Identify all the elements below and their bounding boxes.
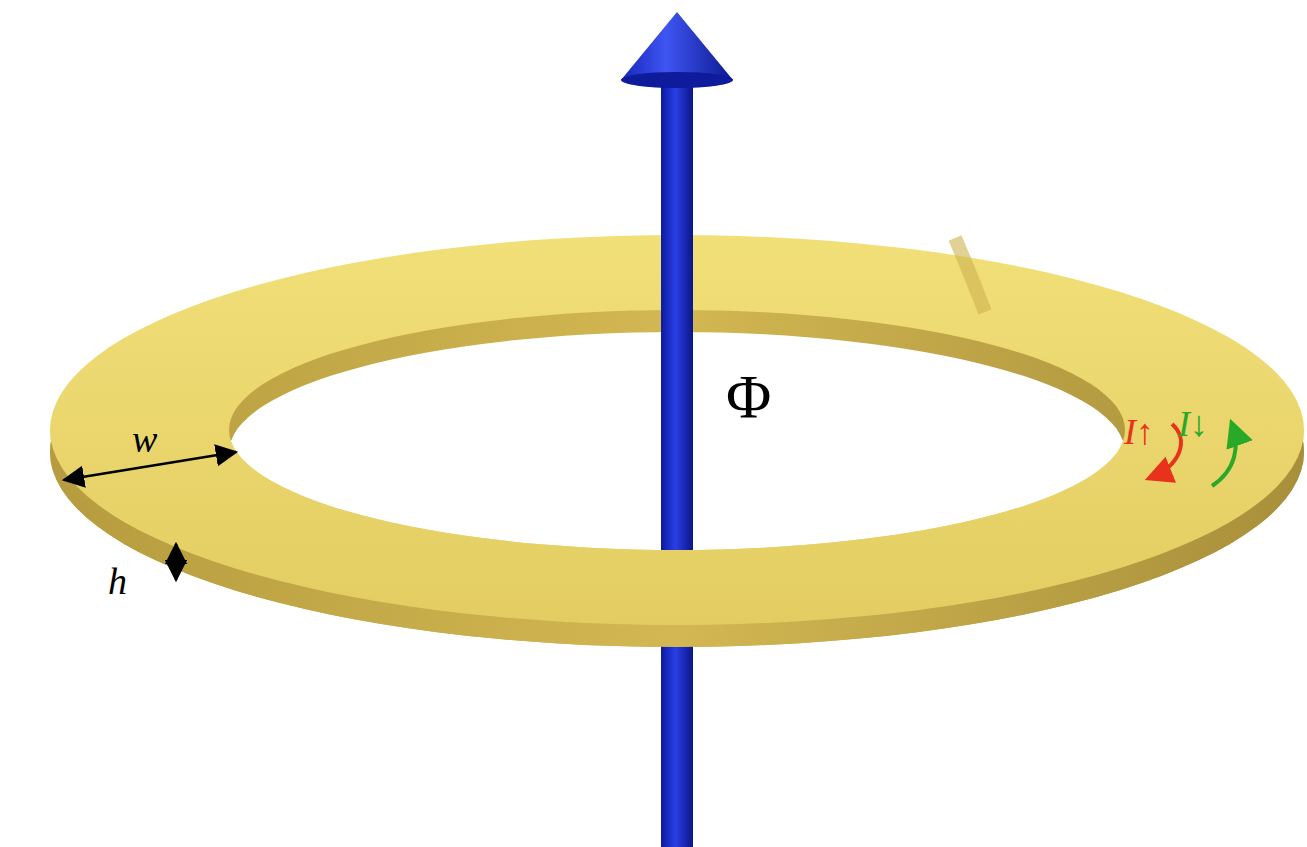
flux-arrow (621, 12, 733, 847)
width-label: w (132, 420, 157, 458)
dimension-arrows (64, 452, 236, 580)
spin-down-current: I↓ (1178, 406, 1208, 442)
flux-label: Φ (726, 365, 771, 427)
ring-groove (955, 238, 985, 312)
spin-up-current: I↑ (1124, 414, 1154, 450)
gold-ring-front (50, 430, 1304, 647)
ring-top (50, 430, 1304, 625)
height-label: h (108, 562, 127, 600)
